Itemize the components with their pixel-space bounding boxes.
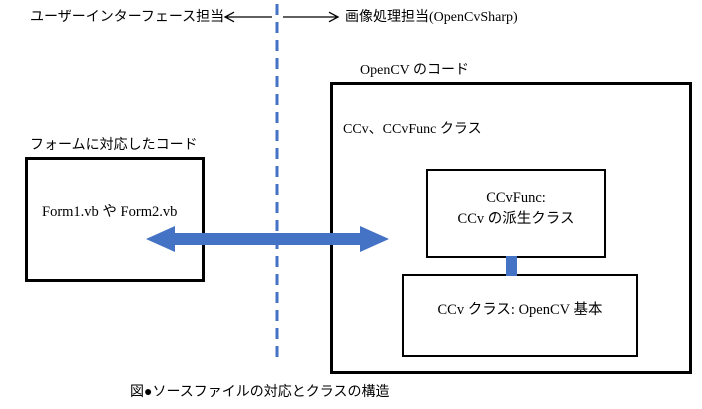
- form-code-label: フォームに対応したコード: [30, 138, 198, 153]
- form-files-text: Form1.vb や Form2.vb: [42, 204, 178, 220]
- left-arrow-icon: [223, 11, 272, 23]
- ccvfunc-derived-class-box: CCvFunc: CCv の派生クラス: [426, 169, 606, 258]
- form-code-box: Form1.vb や Form2.vb: [25, 157, 205, 282]
- ccv-base-class-text: CCv クラス: OpenCV 基本: [437, 302, 603, 318]
- opencv-code-label: OpenCV のコード: [360, 63, 470, 78]
- ccvfunc-line1: CCvFunc:: [486, 189, 546, 206]
- right-arrow-icon: [283, 11, 340, 23]
- ccvfunc-line2: CCv の派生クラス: [457, 210, 575, 227]
- ccv-classes-label: CCv、CCvFunc クラス: [343, 122, 482, 137]
- ccv-base-class-box: CCv クラス: OpenCV 基本: [402, 274, 638, 357]
- image-processing-role-label: 画像処理担当(OpenCvSharp): [345, 10, 518, 25]
- ui-role-label: ユーザーインターフェース担当: [30, 10, 225, 25]
- figure-caption: 図●ソースファイルの対応とクラスの構造: [130, 385, 390, 400]
